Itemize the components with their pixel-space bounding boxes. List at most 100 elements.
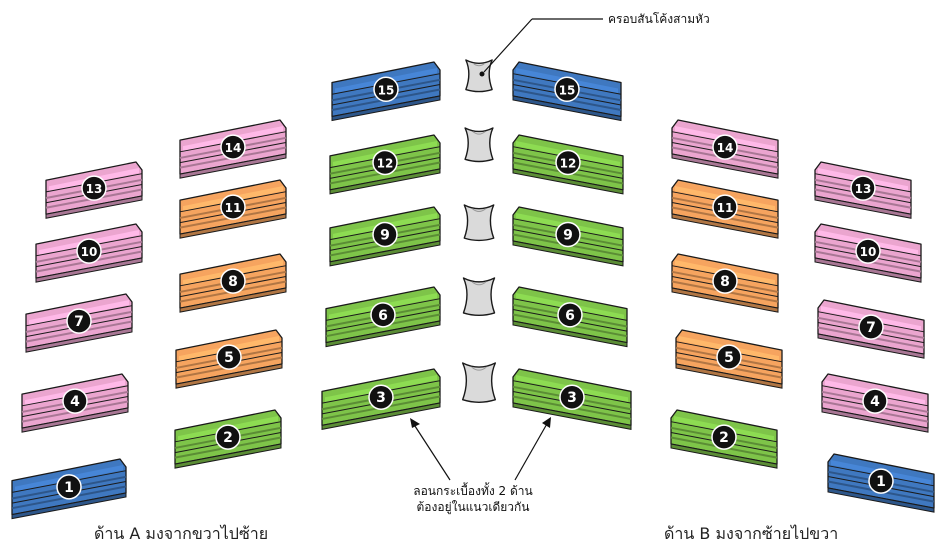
tile-8-side-b: 8 [671, 253, 779, 313]
tile-lip [329, 240, 441, 267]
align-arrow-right-head [542, 417, 551, 428]
ridge-cap-crease [472, 62, 486, 67]
ridge-cap-crease [472, 131, 486, 135]
tile-number-badge [712, 194, 738, 220]
tile-number-badge [373, 76, 399, 103]
tile-10-side-a: 10 [35, 223, 143, 283]
tile-lip [512, 95, 622, 122]
tile-lip [35, 257, 143, 283]
ridge-cap-4 [462, 277, 496, 317]
tile-number-badge [855, 238, 881, 264]
tile-lip [670, 443, 778, 469]
tile-number-badge [56, 474, 82, 500]
ridge-cap-body [462, 277, 496, 317]
tile-number-badge [372, 221, 398, 248]
ridge-cap-1 [465, 59, 493, 93]
tile-5-side-a: 5 [175, 329, 283, 389]
tile-2-side-b: 2 [670, 409, 778, 469]
tile-5-side-b: 5 [675, 329, 783, 389]
tile-number-badge [858, 314, 884, 340]
ridge-cap-3 [463, 204, 495, 242]
tile-10-side-b: 10 [814, 223, 922, 283]
alignment-note: ลอนกระเบื้องทั้ง 2 ด้าน ต้องอยู่ในแนวเดี… [393, 483, 553, 515]
align-arrow-left-head [410, 418, 420, 428]
tile-number-badge [372, 149, 398, 176]
ridge-cap-leader [483, 18, 533, 73]
tile-7-side-b: 7 [817, 299, 925, 359]
tile-number: 9 [563, 227, 573, 243]
ridge-caps-layer [461, 59, 497, 403]
tile-number-badge [220, 134, 246, 160]
tile-number-badge [557, 302, 583, 328]
tile-number: 1 [64, 480, 74, 496]
tile-number-badge [712, 134, 738, 160]
tile-number-badge [555, 149, 581, 176]
tile-8-side-a: 8 [179, 253, 287, 313]
tile-lip [675, 363, 783, 389]
tile-lip [21, 407, 129, 433]
tile-number: 2 [223, 430, 233, 446]
align-arrow-left [412, 422, 451, 481]
tile-number-badge [368, 384, 394, 410]
tile-number-badge [711, 424, 737, 450]
tile-3-side-b: 3 [512, 368, 632, 431]
tile-lip [512, 168, 624, 195]
tile-11-side-a: 11 [179, 179, 287, 239]
tile-number-badge [81, 175, 107, 201]
tile-number-badge [862, 388, 888, 414]
tile-number: 4 [870, 394, 880, 410]
tile-15-side-a: 15 [331, 61, 441, 122]
tile-lip [814, 257, 922, 283]
tile-1-side-b: 1 [827, 453, 935, 513]
tile-3-side-a: 3 [321, 368, 441, 431]
tile-number: 15 [559, 83, 576, 97]
tile-lip [671, 153, 779, 179]
leader-lines [410, 18, 603, 481]
tile-number: 14 [225, 141, 242, 155]
tile-number: 7 [74, 314, 84, 330]
tile-number-badge [66, 308, 92, 334]
tiles-layer: 1471013258111436912153691215258111414710… [11, 61, 935, 520]
tile-9-side-b: 9 [512, 206, 624, 267]
tile-lip [671, 287, 779, 313]
ridge-cap-leader-dot [479, 71, 485, 77]
ridge-cap-crease [471, 366, 487, 371]
tile-lip [25, 327, 133, 353]
tile-number: 6 [565, 308, 575, 324]
tile-number: 7 [866, 320, 876, 336]
tile-15-side-b: 15 [512, 61, 622, 122]
ridge-cap-crease [472, 208, 486, 212]
ridge-cap-crease [471, 281, 487, 286]
tile-lip [174, 443, 282, 469]
tile-6-side-b: 6 [512, 286, 628, 348]
tile-number-badge [216, 344, 242, 370]
tile-lip [321, 402, 441, 431]
tile-lip [331, 95, 441, 122]
tile-lip [325, 320, 441, 348]
tile-number-badge [559, 384, 585, 410]
ridge-cap-label: ครอบสันโค้งสามหัว [608, 12, 710, 26]
tile-2-side-a: 2 [174, 409, 282, 469]
tile-lip [329, 168, 441, 195]
tile-7-side-a: 7 [25, 293, 133, 353]
tile-14-side-a: 14 [179, 119, 287, 179]
tile-lip [814, 195, 912, 219]
tile-number: 3 [376, 390, 386, 406]
tile-1-side-a: 1 [11, 458, 127, 520]
align-arrow-right [514, 421, 549, 481]
ridge-cap-body [461, 362, 497, 403]
side-a-caption: ด้าน A มงจากขวาไปซ้าย [94, 524, 269, 543]
tile-number-badge [554, 76, 580, 103]
tile-number-badge [220, 194, 246, 220]
tile-number-badge [76, 238, 102, 264]
ridge-cap-body [463, 204, 495, 242]
tile-lip [512, 240, 624, 267]
alignment-note-line2: ต้องอยู่ในแนวเดียวกัน [416, 500, 530, 514]
tile-lip [175, 363, 283, 389]
ridge-cap-body [464, 127, 494, 163]
tile-lip [512, 402, 632, 431]
tile-number: 3 [567, 390, 577, 406]
tile-9-side-a: 9 [329, 206, 441, 267]
tile-number: 5 [724, 350, 734, 366]
